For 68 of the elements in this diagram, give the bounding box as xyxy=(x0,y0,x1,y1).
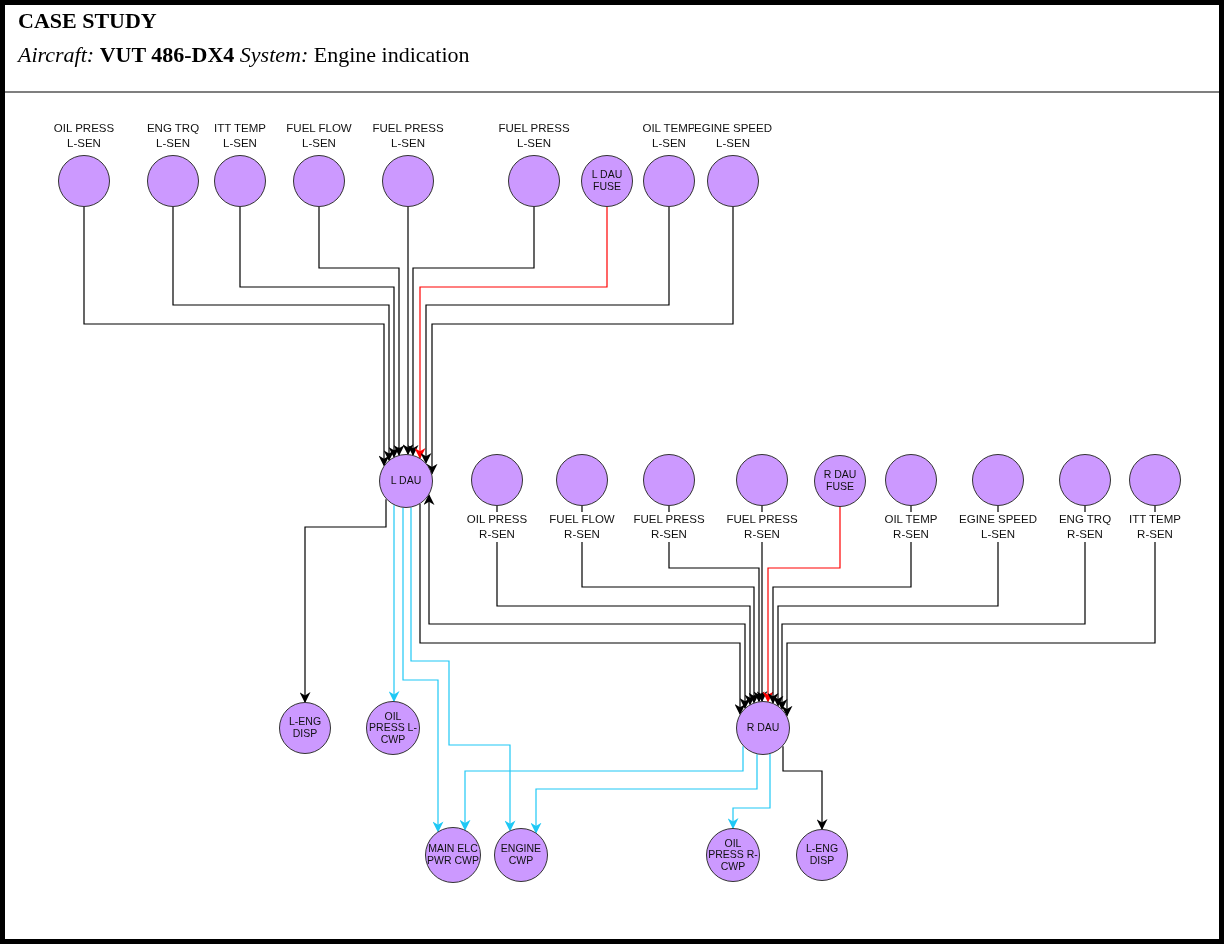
node-label: ENGINE CWP xyxy=(499,843,543,867)
aircraft-system-line: Aircraft: VUT 486-DX4 System: Engine indication xyxy=(18,42,470,68)
sensor-circle xyxy=(972,454,1024,506)
connector-arrow xyxy=(727,753,771,830)
node-label: L-ENG DISP xyxy=(804,843,840,867)
sensor-circle xyxy=(643,454,695,506)
connector-arrow xyxy=(772,505,999,707)
sensor-label: FUEL PRESS R-SEN xyxy=(726,512,798,542)
sensor-circle xyxy=(471,454,523,506)
sensor-circle xyxy=(382,155,434,207)
connector-arrow xyxy=(388,504,400,703)
connector-arrow xyxy=(420,206,670,464)
sensor-circle xyxy=(1129,454,1181,506)
unit-circle xyxy=(425,827,481,883)
diagram-title: CASE STUDY xyxy=(18,8,157,34)
connector-arrow xyxy=(318,206,405,456)
sensor-circle xyxy=(214,155,266,207)
connector-arrow xyxy=(410,506,516,832)
sensor-label: FUEL FLOW R-SEN xyxy=(549,512,615,542)
sensor-circle xyxy=(885,454,937,506)
node-label: R DAU xyxy=(746,722,780,734)
unit-circle xyxy=(581,155,633,207)
connector-arrow xyxy=(239,206,400,458)
node-label: OIL PRESS L- CWP xyxy=(368,710,418,746)
connector-arrow xyxy=(530,753,758,834)
node-label: R DAU FUSE xyxy=(822,469,858,493)
sensor-circle xyxy=(58,155,110,207)
unit-circle xyxy=(814,455,866,507)
sensor-circle xyxy=(1059,454,1111,506)
unit-circle xyxy=(279,702,331,754)
connector-arrow xyxy=(459,745,744,831)
sensor-circle xyxy=(147,155,199,207)
connector-arrow xyxy=(776,505,1086,710)
connector-arrow xyxy=(782,745,828,831)
sensor-label: ENG TRQ R-SEN xyxy=(1058,512,1112,542)
connector-arrow xyxy=(762,506,841,703)
unit-circle xyxy=(494,828,548,882)
sensor-circle xyxy=(556,454,608,506)
connector-arrow xyxy=(402,507,444,833)
connector-arrow xyxy=(781,505,1156,717)
node-label: L DAU xyxy=(390,475,422,487)
sensor-circle xyxy=(736,454,788,506)
node-label: MAIN ELC PWR CWP xyxy=(426,843,480,867)
unit-circle xyxy=(736,701,790,755)
sensor-label: FUEL PRESS R-SEN xyxy=(633,512,705,542)
node-label: L DAU FUSE xyxy=(590,169,624,193)
connector-arrow xyxy=(83,206,390,467)
sensor-circle xyxy=(508,155,560,207)
unit-circle xyxy=(379,454,433,508)
connector-arrow xyxy=(414,206,608,459)
unit-circle xyxy=(796,829,848,881)
sensor-circle xyxy=(643,155,695,207)
sensor-label: OIL PRESS R-SEN xyxy=(466,512,528,542)
connector-arrow xyxy=(172,206,395,462)
sensor-circle xyxy=(707,155,759,207)
sensor-label: OIL TEMP R-SEN xyxy=(884,512,938,542)
sensor-label: EGINE SPEED L-SEN xyxy=(959,512,1037,542)
unit-circle xyxy=(366,701,420,755)
connector-arrow xyxy=(581,505,760,704)
sensor-label: ITT TEMP R-SEN xyxy=(1129,512,1181,542)
node-label: L-ENG DISP xyxy=(287,716,323,740)
connector-arrow xyxy=(407,206,535,456)
sensor-circle xyxy=(293,155,345,207)
connector-arrow xyxy=(402,206,414,456)
node-label: OIL PRESS R-CWP xyxy=(707,837,759,873)
connector-arrow xyxy=(767,505,912,704)
connector-arrow xyxy=(299,498,387,704)
unit-circle xyxy=(706,828,760,882)
